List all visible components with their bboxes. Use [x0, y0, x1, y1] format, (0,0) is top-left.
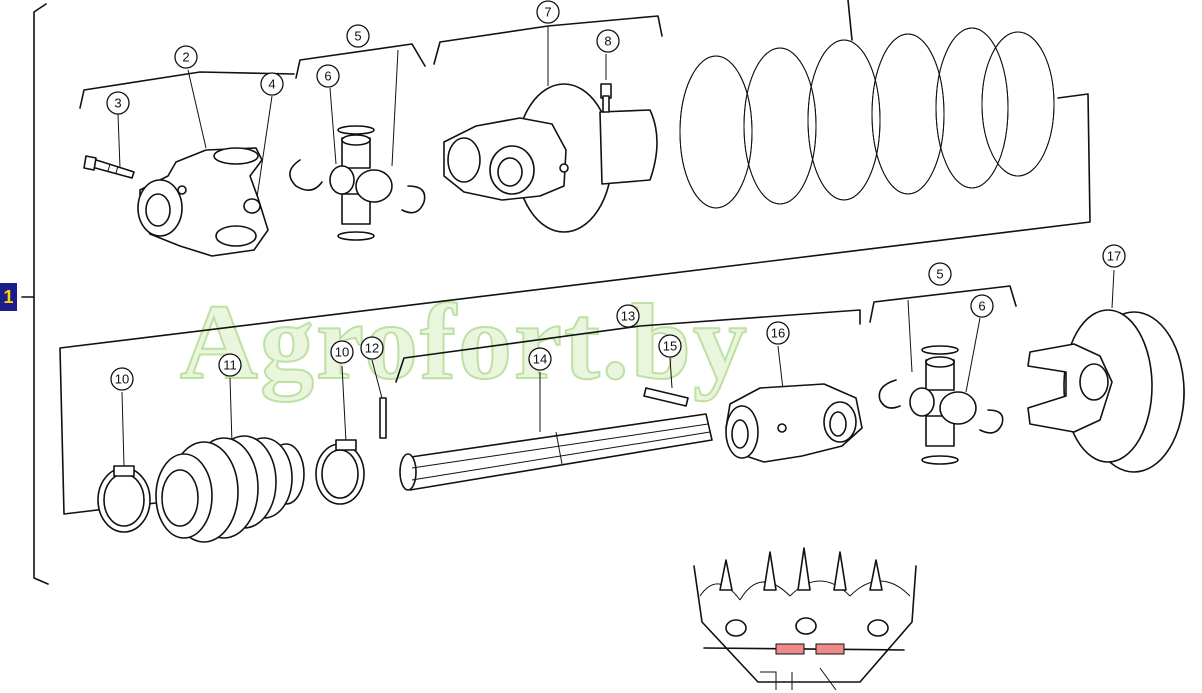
- group-bracket-13: [395, 309, 861, 383]
- hose-clamp-left: [97, 465, 151, 533]
- svg-text:14: 14: [533, 352, 547, 367]
- assembly-label: 1: [0, 283, 17, 311]
- svg-text:4: 4: [268, 77, 275, 92]
- svg-text:13: 13: [621, 309, 635, 324]
- group-bracket-2: [79, 71, 295, 109]
- bellows-boot: [155, 435, 305, 543]
- callout-4: 4: [260, 72, 284, 96]
- hose-clamp-right: [315, 439, 365, 505]
- assembly-number: 1: [3, 287, 13, 307]
- svg-text:11: 11: [223, 358, 237, 373]
- svg-text:5: 5: [354, 29, 361, 44]
- svg-text:10: 10: [335, 345, 349, 360]
- circlip-upper-left: [289, 159, 323, 191]
- yoke: [137, 147, 269, 257]
- key-pin: [379, 397, 387, 439]
- svg-text:8: 8: [604, 34, 611, 49]
- callout-15: 15: [658, 334, 682, 358]
- group-line-spring: [847, 0, 853, 41]
- svg-text:16: 16: [771, 326, 785, 341]
- inner-yoke: [725, 383, 863, 463]
- lock-screw: [243, 198, 261, 214]
- protective-spring: [679, 27, 1055, 209]
- svg-text:15: 15: [663, 339, 677, 354]
- grease-nipple: [600, 83, 612, 113]
- callout-14: 14: [528, 347, 552, 371]
- callout-16: 16: [766, 321, 790, 345]
- roll-pin: [643, 387, 689, 407]
- callout-3: 3: [106, 91, 130, 115]
- callout-13: 13: [616, 304, 640, 328]
- svg-text:7: 7: [544, 5, 551, 20]
- callout-5-lower: 5: [928, 262, 952, 286]
- svg-text:10: 10: [115, 372, 129, 387]
- cross-kit-upper: [329, 125, 393, 241]
- svg-text:6: 6: [978, 299, 985, 314]
- callout-2: 2: [174, 45, 198, 69]
- profile-tube: [399, 413, 713, 491]
- callout-10-right: 10: [330, 340, 354, 364]
- svg-text:3: 3: [114, 96, 121, 111]
- callout-6-upper: 6: [316, 64, 340, 88]
- svg-text:12: 12: [365, 341, 379, 356]
- assembly-bracket: [33, 3, 49, 585]
- callout-12: 12: [360, 336, 384, 360]
- outer-yoke-cone: [443, 83, 658, 233]
- yoke-shield-cone: [1027, 309, 1185, 473]
- callout-5-upper: 5: [346, 24, 370, 48]
- svg-text:2: 2: [182, 50, 189, 65]
- callout-8: 8: [596, 29, 620, 53]
- callout-6-lower: 6: [970, 294, 994, 318]
- group-bracket-5-lower: [869, 285, 1017, 323]
- svg-text:17: 17: [1107, 249, 1121, 264]
- callout-11: 11: [218, 353, 242, 377]
- callout-10-left: 10: [110, 367, 134, 391]
- callout-7: 7: [536, 0, 560, 24]
- circlip-lower-right: [979, 409, 1004, 434]
- circlip-upper-right: [401, 185, 426, 214]
- bolt: [83, 155, 135, 179]
- callout-17: 17: [1102, 244, 1126, 268]
- svg-text:6: 6: [324, 69, 331, 84]
- circlip-lower-left: [878, 379, 901, 409]
- lower-group-outline: [59, 93, 1091, 515]
- svg-text:5: 5: [936, 267, 943, 282]
- group-bracket-5: [295, 43, 426, 79]
- cross-kit-lower: [909, 345, 977, 465]
- inset-machine-sketch: [693, 547, 917, 691]
- leader-lines: [117, 26, 1115, 467]
- watermark-text: Agrofort.by: [180, 283, 749, 402]
